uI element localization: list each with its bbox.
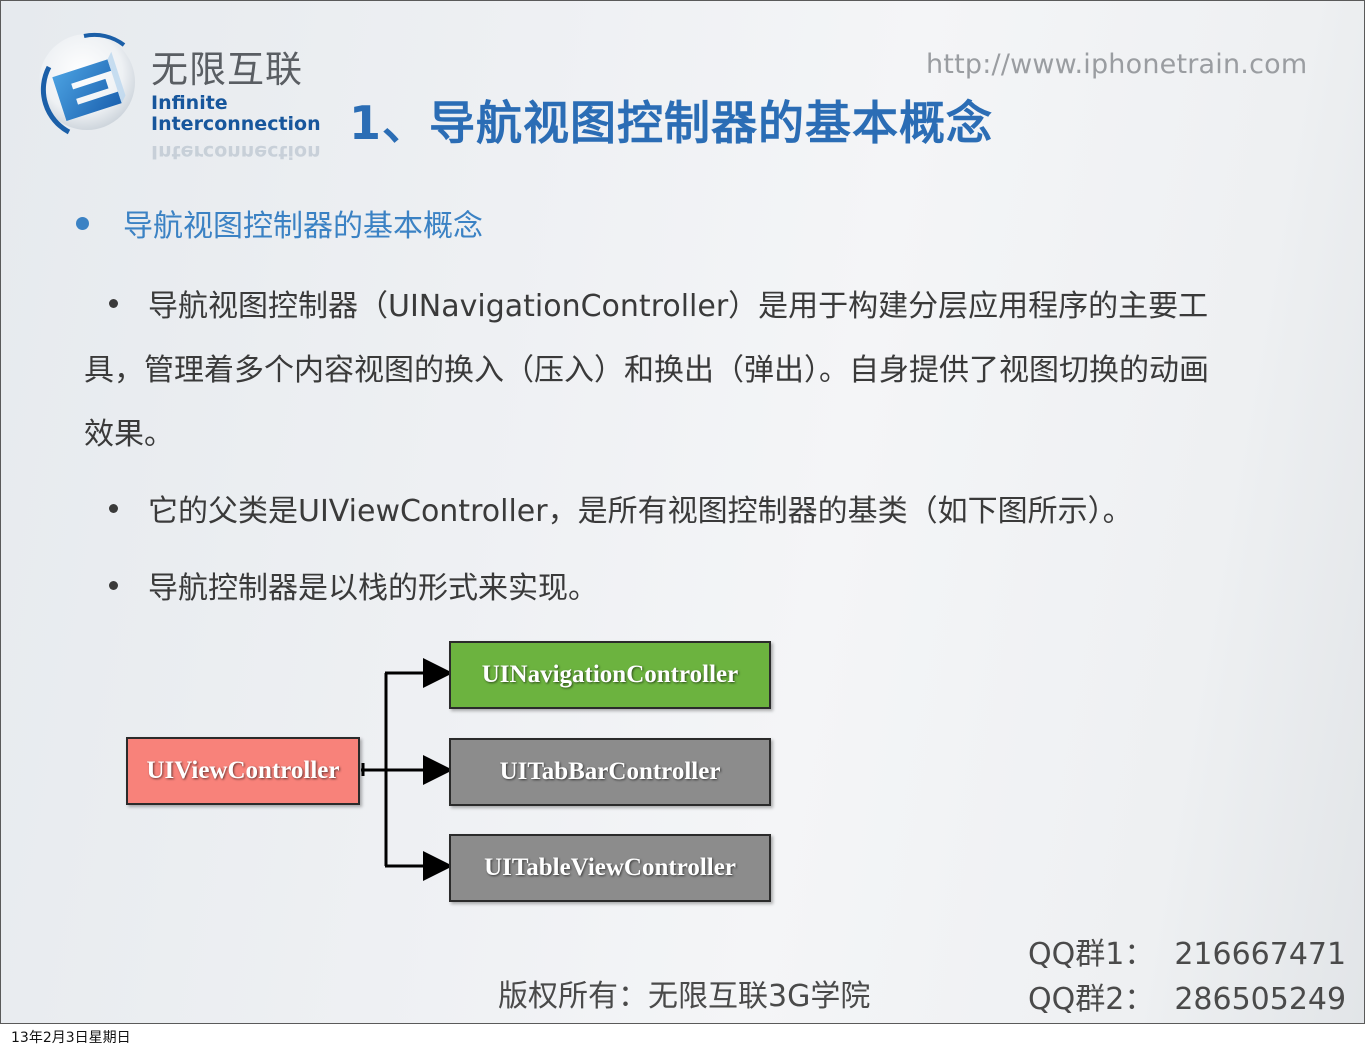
bullet-1-line-3: 效果。 — [84, 417, 174, 452]
qq2-number: 286505249 — [1174, 982, 1347, 1017]
slide: 无限互联 Infinite Interconnection Interconne… — [0, 0, 1365, 1024]
qq-group-1: QQ群1： 216667471 — [1028, 929, 1346, 973]
qq-group-2: QQ群2： 286505249 — [1028, 974, 1346, 1018]
uitableviewcontroller-box: UITableViewController — [449, 834, 771, 902]
bullet-dot-icon — [109, 299, 118, 308]
qq1-label: QQ群1： — [1028, 937, 1155, 972]
uiviewcontroller-box: UIViewController — [126, 737, 360, 805]
bullet-1-line-2: 具，管理着多个内容视图的换入（压入）和换出（弹出）。自身提供了视图切换的动画 — [84, 353, 1209, 388]
uitabbarcontroller-box: UITabBarController — [449, 738, 771, 806]
brand-name-en: Infinite Interconnection — [151, 93, 321, 135]
heading-bullet: 导航视图控制器的基本概念 — [76, 201, 483, 245]
date-label: 13年2月3日星期日 — [11, 1030, 131, 1046]
bullet-dot-icon — [109, 504, 118, 513]
copyright-text: 版权所有：无限互联3G学院 — [498, 979, 871, 1014]
bullet-dot-icon — [109, 581, 118, 590]
brand-name-cn: 无限互联 — [151, 48, 303, 91]
uinavigationcontroller-box: UINavigationController — [449, 641, 771, 709]
infinite-interconnection-logo-icon — [39, 32, 135, 135]
qq1-number: 216667471 — [1174, 937, 1347, 972]
slide-title: 1、导航视图控制器的基本概念 — [349, 96, 994, 150]
qq2-label: QQ群2： — [1028, 982, 1155, 1017]
website-url: http://www.iphonetrain.com — [926, 49, 1308, 80]
diagram-connectors — [361, 658, 453, 881]
heading-bullet-text: 导航视图控制器的基本概念 — [123, 209, 483, 244]
bullet-2: 它的父类是UIViewController，是所有视图控制器的基类（如下图所示）… — [109, 486, 1133, 530]
brand-en-line1: Infinite — [151, 92, 228, 114]
bullet-1-line-1: 导航视图控制器（UINavigationController）是用于构建分层应用… — [109, 281, 1208, 325]
bullet-dot-icon — [76, 217, 89, 230]
bullet-3: 导航控制器是以栈的形式来实现。 — [109, 563, 598, 607]
brand-en-line2: Interconnection — [151, 113, 321, 135]
